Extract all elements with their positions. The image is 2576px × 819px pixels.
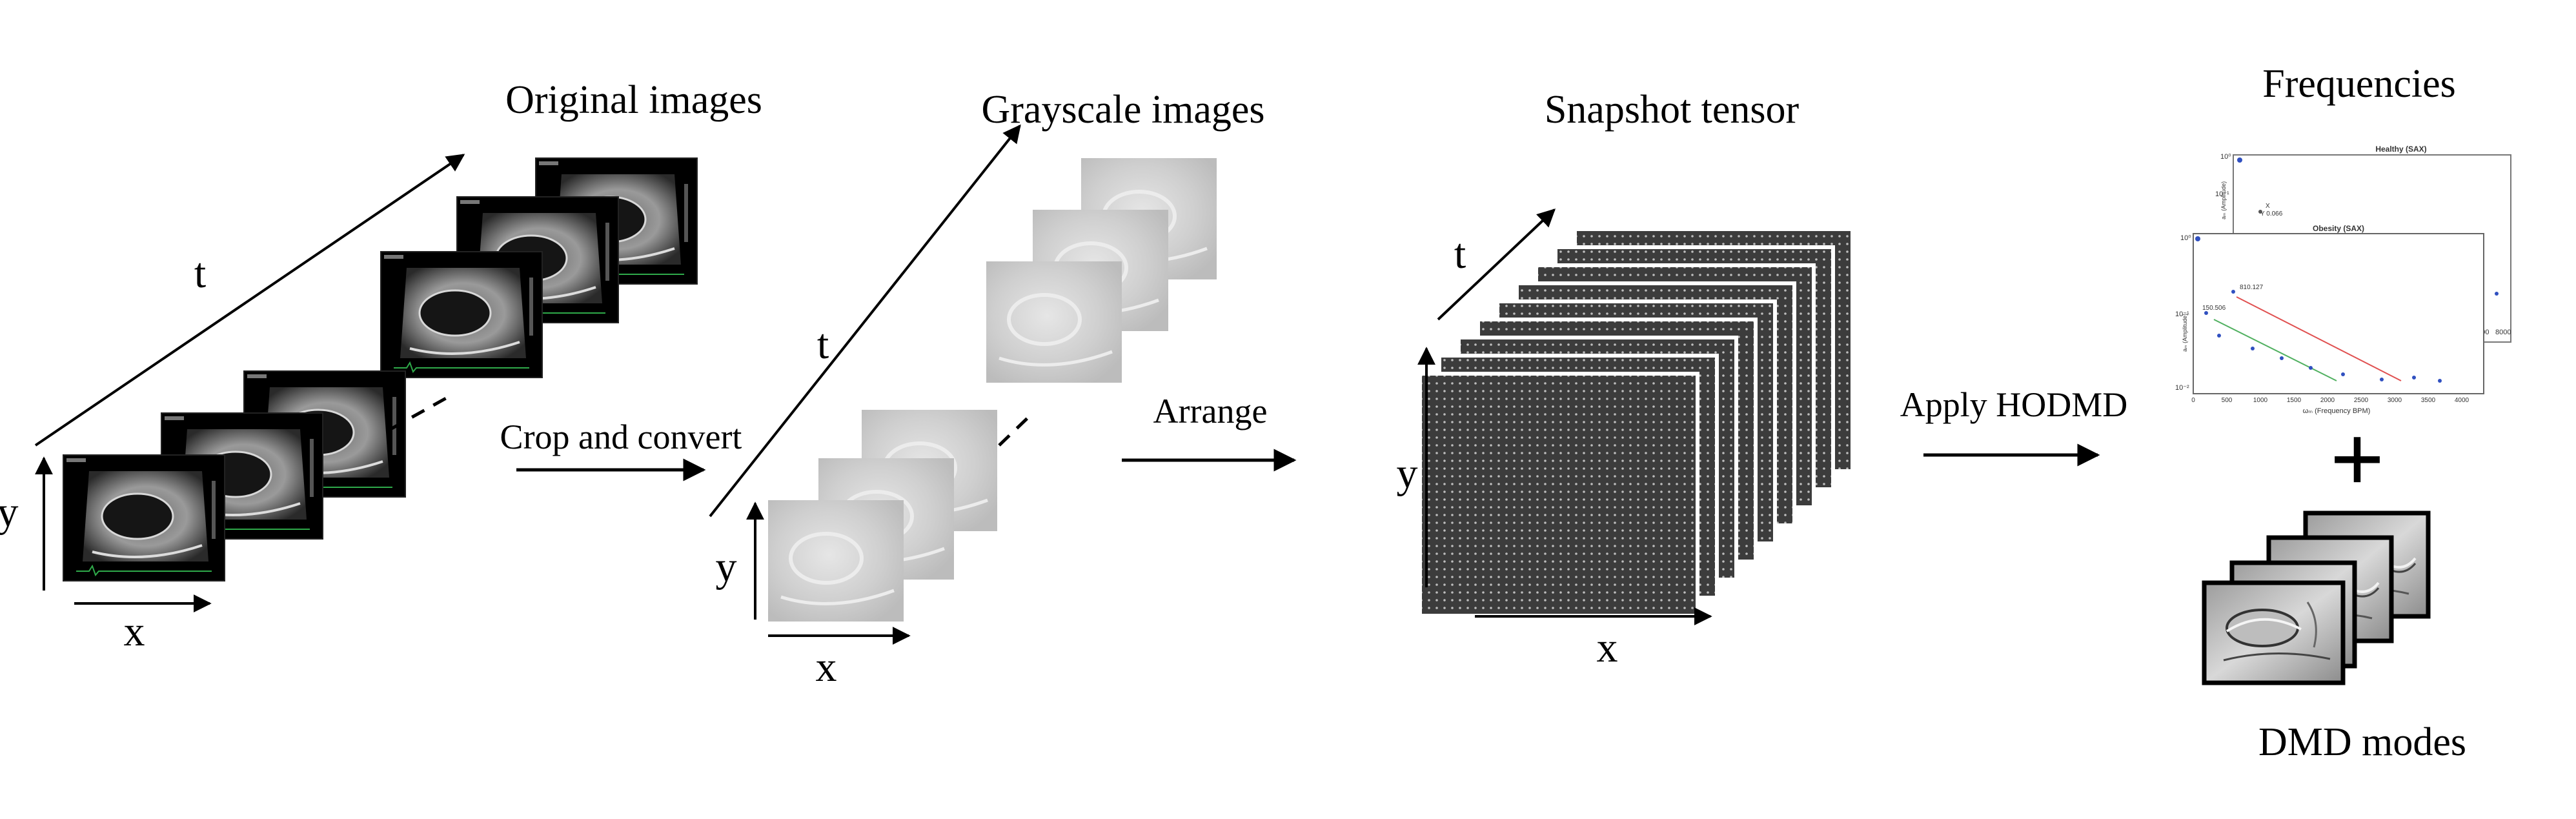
obesity-xtick-2: 1000 (2253, 397, 2268, 404)
grayscale-images-title: Grayscale images (982, 88, 1265, 132)
frequencies-title: Frequencies (2262, 62, 2456, 106)
obesity-marker-6 (2280, 356, 2284, 360)
apply-hodmd-label: Apply HODMD (1900, 385, 2128, 424)
obesity-x-ticks: 0 500 1000 1500 2000 2500 3000 3500 4000 (2191, 397, 2469, 404)
obesity-marker-2 (2231, 290, 2235, 294)
obesity-xtick-0: 0 (2191, 397, 2195, 404)
obesity-xlabel: ωₘ (Frequency BPM) (2303, 407, 2371, 415)
obesity-xtick-6: 3000 (2388, 397, 2402, 404)
obesity-marker-7 (2309, 366, 2313, 370)
obesity-ytick-1: 10⁻¹ (2175, 310, 2189, 318)
grayscale-frame-back-1 (986, 261, 1122, 383)
grayscale-ellipsis-dash (998, 412, 1034, 447)
obesity-marker-1 (2195, 236, 2200, 241)
plus-sign: + (2329, 406, 2384, 513)
grayscale-x-label: x (816, 643, 837, 691)
obesity-marker-3 (2204, 311, 2208, 315)
grayscale-images-stack (768, 158, 1217, 622)
grayscale-t-label: t (817, 321, 829, 368)
healthy-marker-1 (2237, 157, 2242, 163)
obesity-xtick-1: 500 (2222, 397, 2233, 404)
original-images-title: Original images (505, 78, 762, 122)
obesity-ylabel: aₘ (Amplitude) (2182, 314, 2188, 352)
snapshot-tensor-title: Snapshot tensor (1545, 88, 1800, 132)
original-frame-back-1 (380, 250, 543, 379)
snapshot-x-label: x (1597, 624, 1618, 671)
healthy-ytick-0: 10⁰ (2220, 153, 2231, 161)
healthy-annotation-2: Y 0.066 (2260, 210, 2283, 217)
obesity-marker-5 (2251, 347, 2255, 350)
healthy-marker-2 (2258, 210, 2262, 214)
grayscale-y-label: y (716, 543, 737, 591)
obesity-xtick-3: 1500 (2287, 397, 2302, 404)
original-images-stack (62, 157, 698, 582)
healthy-marker-3 (2495, 292, 2499, 296)
obesity-xtick-8: 4000 (2455, 397, 2470, 404)
frequency-plot-obesity: Obesity (SAX) 10⁰ 10⁻¹ 10⁻² aₘ (Amplitud… (2175, 224, 2484, 415)
dmd-modes-stack (2202, 513, 2428, 685)
original-y-label: y (0, 489, 19, 536)
obesity-marker-8 (2341, 372, 2345, 376)
healthy-ylabel: aₘ (Amplitude) (2220, 181, 2227, 219)
obesity-fit-red (2236, 296, 2402, 381)
original-t-label: t (194, 250, 206, 297)
healthy-xtick-2: 8000 (2495, 329, 2511, 336)
obesity-xtick-4: 2000 (2320, 397, 2335, 404)
arrange-label: Arrange (1153, 392, 1268, 430)
obesity-ytick-0: 10⁰ (2180, 234, 2191, 242)
original-frame-front (62, 454, 226, 582)
snapshot-t-axis (1437, 208, 1556, 321)
obesity-xtick-7: 3500 (2421, 397, 2436, 404)
original-x-label: x (124, 608, 145, 655)
snapshot-y-label: y (1397, 450, 1418, 497)
obesity-fit-green (2213, 319, 2337, 381)
tensor-slice-front (1418, 372, 1699, 618)
healthy-annotation-1: X (2266, 203, 2270, 210)
obesity-xtick-5: 2500 (2354, 397, 2369, 404)
dmd-mode-front (2202, 580, 2346, 685)
snapshot-tensor-stack (1418, 227, 1854, 618)
crop-convert-label: Crop and convert (500, 418, 742, 456)
healthy-plot-title: Healthy (SAX) (2375, 145, 2426, 154)
obesity-annotation-1: 810.127 (2240, 284, 2264, 291)
obesity-markers (2195, 236, 2442, 383)
grayscale-t-axis (709, 124, 1021, 518)
dmd-modes-title: DMD modes (2258, 720, 2466, 764)
obesity-plot-title: Obesity (SAX) (2313, 224, 2364, 233)
obesity-marker-9 (2380, 378, 2384, 381)
healthy-ytick-1: 10⁻¹ (2215, 190, 2229, 198)
snapshot-t-label: t (1454, 230, 1466, 278)
obesity-marker-11 (2438, 379, 2442, 383)
obesity-annotation-2: 150.506 (2202, 305, 2226, 312)
obesity-ytick-2: 10⁻² (2175, 384, 2189, 392)
original-ellipsis-dash (389, 393, 453, 431)
grayscale-frame-front (768, 500, 904, 622)
obesity-marker-10 (2412, 376, 2416, 379)
original-t-axis (34, 154, 465, 447)
obesity-marker-4 (2217, 334, 2221, 338)
